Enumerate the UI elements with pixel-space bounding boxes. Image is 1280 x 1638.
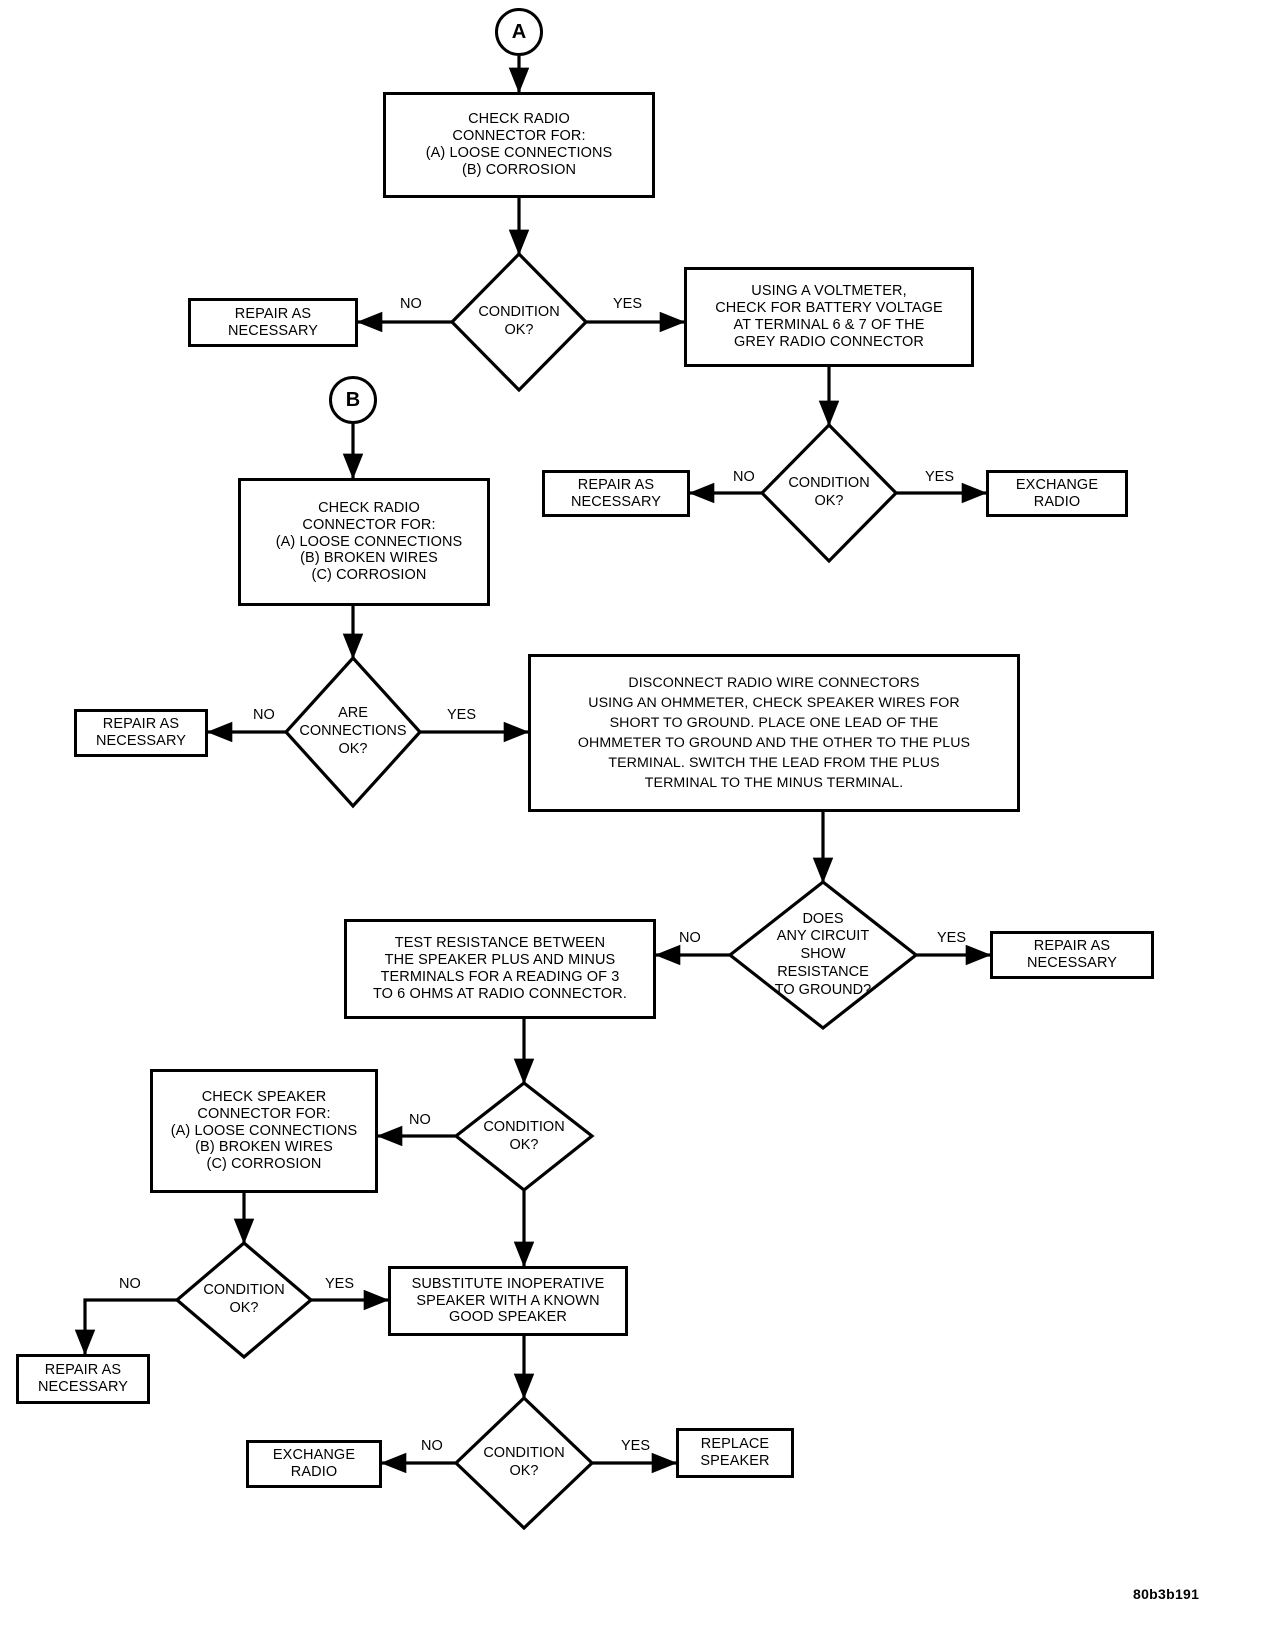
decision-condition-ok-1-text: CONDITION OK? [478,304,560,338]
edge-label-no-1: NO [400,296,422,312]
terminal-repair-as-necessary-2-text: REPAIR AS NECESSARY [570,476,662,510]
decision-condition-ok-4-text: CONDITION OK? [203,1282,285,1316]
terminal-exchange-radio-1-text: EXCHANGE RADIO [1015,476,1099,510]
process-disconnect-radio-wire: DISCONNECT RADIO WIRE CONNECTORS USING A… [528,654,1020,812]
process-check-radio-connector-a-text: CHECK RADIO CONNECTOR FOR: (A) LOOSE CON… [425,111,613,178]
edge-label-yes-6: YES [621,1438,651,1454]
process-using-voltmeter-text: USING A VOLTMETER, CHECK FOR BATTERY VOL… [715,283,943,350]
terminal-exchange-radio-2: EXCHANGE RADIO [246,1440,382,1488]
process-disconnect-radio-wire-text: DISCONNECT RADIO WIRE CONNECTORS USING A… [577,674,971,792]
terminal-repair-as-necessary-5-text: REPAIR AS NECESSARY [37,1362,129,1395]
terminal-exchange-radio-1: EXCHANGE RADIO [986,470,1128,517]
edge-label-yes-3: YES [447,707,477,723]
terminal-repair-as-necessary-1: REPAIR AS NECESSARY [188,298,358,347]
edge-label-no-6: NO [119,1276,141,1292]
decision-condition-ok-2-text: CONDITION OK? [788,475,870,509]
decision-does-any-circuit: DOES ANY CIRCUIT SHOW RESISTANCE TO GROU… [730,882,916,1028]
terminal-repair-as-necessary-3: REPAIR AS NECESSARY [74,709,208,757]
process-test-resistance: TEST RESISTANCE BETWEEN THE SPEAKER PLUS… [344,919,656,1019]
terminal-replace-speaker-text: REPLACE SPEAKER [700,1436,770,1469]
decision-are-connections-ok: ARE CONNECTIONS OK? [286,658,420,806]
connector-b-label: B [345,388,361,411]
footer-reference-code: 80b3b191 [1133,1586,1200,1602]
edge-label-no-2: NO [733,469,755,485]
decision-condition-ok-5: CONDITION OK? [456,1398,592,1528]
edge-label-yes-4: YES [937,930,967,946]
terminal-repair-as-necessary-4-text: REPAIR AS NECESSARY [1026,938,1118,971]
edge-label-no-5: NO [409,1112,431,1128]
decision-condition-ok-3-text: CONDITION OK? [483,1118,565,1153]
edge-label-no-3: NO [253,707,275,723]
process-check-radio-connector-b: CHECK RADIO CONNECTOR FOR: (A) LOOSE CON… [238,478,490,606]
terminal-repair-as-necessary-3-text: REPAIR AS NECESSARY [95,716,187,749]
process-substitute-speaker-text: SUBSTITUTE INOPERATIVE SPEAKER WITH A KN… [411,1275,605,1326]
terminal-repair-as-necessary-4: REPAIR AS NECESSARY [990,931,1154,979]
connector-circle-b: B [329,376,377,424]
process-substitute-speaker: SUBSTITUTE INOPERATIVE SPEAKER WITH A KN… [388,1266,628,1336]
decision-condition-ok-2: CONDITION OK? [762,425,896,561]
process-check-radio-connector-a: CHECK RADIO CONNECTOR FOR: (A) LOOSE CON… [383,92,655,198]
decision-condition-ok-4: CONDITION OK? [177,1243,311,1357]
process-check-speaker-connector: CHECK SPEAKER CONNECTOR FOR: (A) LOOSE C… [150,1069,378,1193]
process-check-radio-connector-b-text: CHECK RADIO CONNECTOR FOR: (A) LOOSE CON… [275,499,463,584]
edge-label-yes-1: YES [613,296,643,312]
decision-are-connections-ok-text: ARE CONNECTIONS OK? [299,705,407,757]
edge-label-no-7: NO [421,1438,443,1454]
edge-label-yes-5: YES [325,1276,355,1292]
connector-circle-a: A [495,8,543,56]
decision-does-any-circuit-text: DOES ANY CIRCUIT SHOW RESISTANCE TO GROU… [774,910,872,998]
terminal-replace-speaker: REPLACE SPEAKER [676,1428,794,1478]
process-check-speaker-connector-text: CHECK SPEAKER CONNECTOR FOR: (A) LOOSE C… [170,1088,358,1173]
decision-condition-ok-3: CONDITION OK? [456,1083,592,1190]
terminal-repair-as-necessary-2: REPAIR AS NECESSARY [542,470,690,517]
process-using-voltmeter: USING A VOLTMETER, CHECK FOR BATTERY VOL… [684,267,974,367]
terminal-exchange-radio-2-text: EXCHANGE RADIO [272,1447,356,1480]
edge-label-no-4: NO [679,930,701,946]
edge-label-yes-2: YES [925,469,955,485]
terminal-repair-as-necessary-5: REPAIR AS NECESSARY [16,1354,150,1404]
connector-a-label: A [511,20,527,43]
process-test-resistance-text: TEST RESISTANCE BETWEEN THE SPEAKER PLUS… [372,935,627,1002]
terminal-repair-as-necessary-1-text: REPAIR AS NECESSARY [227,305,319,339]
decision-condition-ok-1: CONDITION OK? [452,254,586,390]
decision-condition-ok-5-text: CONDITION OK? [483,1445,565,1479]
